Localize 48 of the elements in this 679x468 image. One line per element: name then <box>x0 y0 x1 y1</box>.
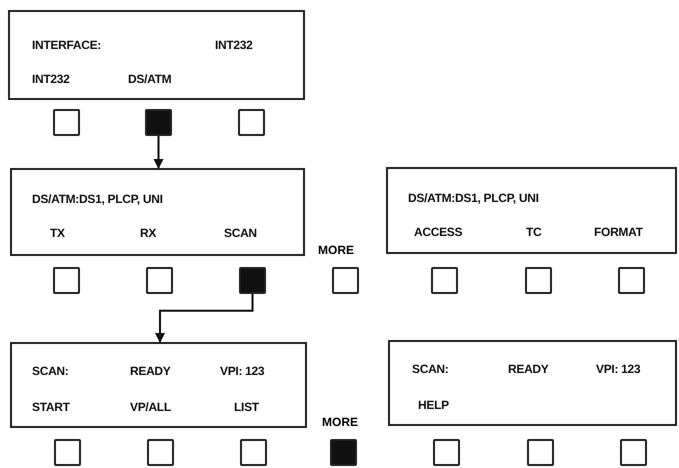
soft-key <box>620 439 647 466</box>
screen-text: VPI: 123 <box>596 362 640 376</box>
display-screen <box>386 167 677 254</box>
soft-key <box>54 439 81 466</box>
screen-text: DS/ATM:DS1, PLCP, UNI <box>32 192 163 206</box>
screen-text: INT232 <box>215 38 253 52</box>
soft-key <box>618 267 645 294</box>
arrow <box>155 294 254 343</box>
soft-key <box>527 439 554 466</box>
soft-key <box>146 267 173 294</box>
screen-text: DS/ATM <box>128 72 172 86</box>
screen-text: READY <box>130 364 171 378</box>
display-screen <box>388 340 677 426</box>
screen-text: VPI: 123 <box>220 364 264 378</box>
soft-key <box>431 267 458 294</box>
key-label: MORE <box>322 415 358 429</box>
screen-text: SCAN <box>224 226 257 240</box>
display-screen <box>8 10 305 100</box>
screen-text: INT232 <box>32 72 70 86</box>
soft-key <box>53 109 80 136</box>
soft-key <box>433 439 460 466</box>
screen-text: VP/ALL <box>130 400 171 414</box>
key-label: MORE <box>318 243 354 257</box>
screen-text: TC <box>526 225 542 239</box>
display-screen <box>10 342 307 428</box>
screen-text: HELP <box>418 398 449 412</box>
screen-text: LIST <box>234 400 259 414</box>
soft-key <box>525 267 552 294</box>
soft-key <box>240 439 267 466</box>
pressed-key <box>239 267 266 294</box>
screen-text: ACCESS <box>414 225 462 239</box>
arrow <box>154 136 164 169</box>
screen-text: SCAN: <box>412 362 448 376</box>
screen-text: DS/ATM:DS1, PLCP, UNI <box>408 191 539 205</box>
soft-key <box>147 439 174 466</box>
screen-text: RX <box>140 226 156 240</box>
screen-text: TX <box>50 226 65 240</box>
display-screen <box>10 168 305 256</box>
screen-text: READY <box>508 362 549 376</box>
pressed-key <box>145 109 172 136</box>
screen-text: SCAN: <box>32 364 68 378</box>
soft-key <box>332 267 359 294</box>
soft-key <box>53 267 80 294</box>
screen-text: FORMAT <box>594 225 643 239</box>
pressed-key <box>330 439 357 466</box>
screen-text: START <box>32 400 70 414</box>
soft-key <box>238 109 265 136</box>
screen-text: INTERFACE: <box>32 38 102 52</box>
